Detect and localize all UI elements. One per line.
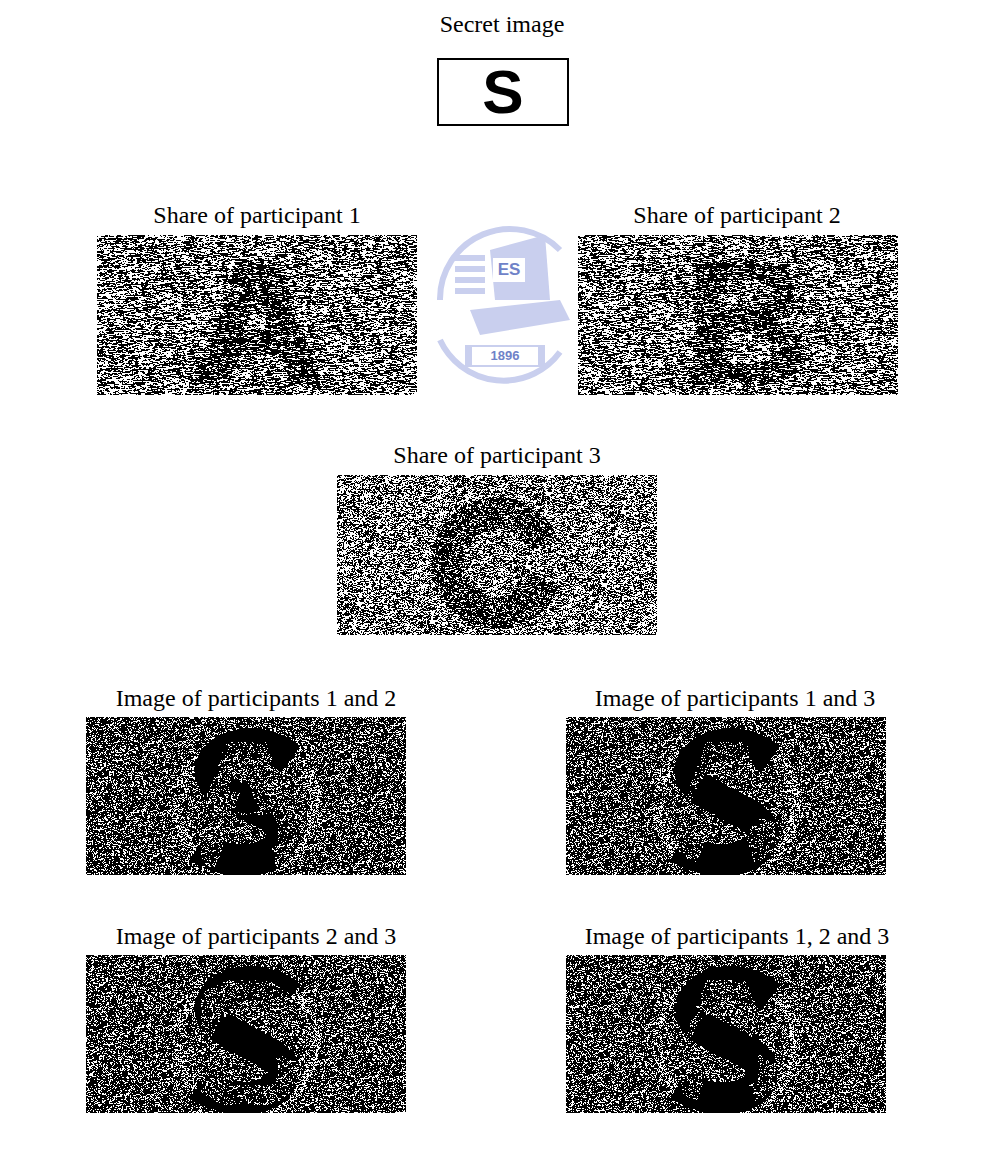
share-image: [97, 235, 417, 395]
image-caption: Image of participants 1, 2 and 3: [585, 923, 890, 949]
stacked-image: [566, 717, 886, 875]
image-caption: Share of participant 2: [633, 202, 840, 228]
image-caption: Image of participants 1 and 3: [595, 685, 876, 711]
secret-letter: S: [482, 61, 523, 123]
stacked-image: [86, 717, 406, 875]
image-caption: Share of participant 1: [153, 202, 360, 228]
watermark-text: 1896: [491, 349, 520, 363]
image-caption: Secret image: [440, 11, 565, 37]
image-caption: Image of participants 2 and 3: [116, 923, 397, 949]
image-caption: Image of participants 1 and 2: [116, 685, 397, 711]
share-image: [578, 235, 898, 395]
watermark-text: ES: [498, 261, 521, 280]
secret-image-box: S: [437, 58, 569, 126]
share-image: [337, 475, 657, 635]
stacked-image: [86, 955, 406, 1113]
image-caption: Share of participant 3: [393, 442, 600, 468]
stacked-image: [566, 955, 886, 1113]
